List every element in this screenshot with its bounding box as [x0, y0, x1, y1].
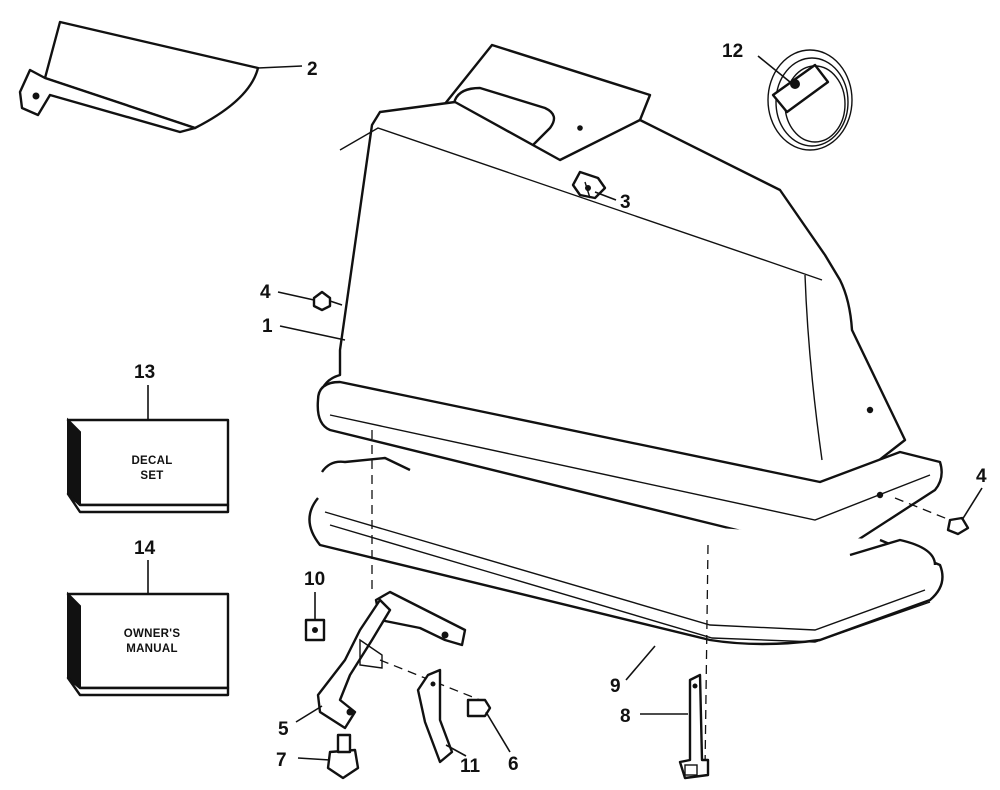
- callout-11: 11: [460, 756, 481, 777]
- part-4-screw-left: [312, 290, 343, 312]
- part-9-seal: [308, 456, 944, 646]
- callout-labels: 2 12 3 4 1 13 4 14 10 9 8 5 6 7 11: [134, 41, 987, 777]
- leader-lines: [147, 55, 983, 761]
- callout-10: 10: [304, 569, 325, 590]
- part-2-cover-flap: [18, 20, 260, 134]
- callout-13: 13: [134, 362, 155, 383]
- part-11-strap: [416, 668, 454, 764]
- part-3-clip: [571, 170, 607, 200]
- part-14-owners-manual-box: OWNER'S MANUAL: [66, 591, 230, 697]
- decal-box-line1: DECAL: [131, 455, 172, 467]
- callout-9: 9: [610, 676, 621, 697]
- part-4-screw-right: [946, 516, 970, 536]
- callout-12: 12: [722, 41, 743, 62]
- manual-box-line2: MANUAL: [126, 643, 178, 655]
- callout-5: 5: [278, 719, 289, 740]
- manual-box-line1: OWNER'S: [124, 628, 181, 640]
- callout-7: 7: [276, 750, 287, 771]
- part-12-wire-coil: [767, 49, 853, 151]
- callout-3: 3: [620, 192, 631, 213]
- part-1-engine-cover: [316, 43, 943, 551]
- callout-4-right: 4: [976, 466, 987, 487]
- decal-box-line2: SET: [140, 470, 163, 482]
- callout-2: 2: [307, 59, 318, 80]
- part-13-decal-set-box: DECAL SET: [66, 417, 230, 514]
- callout-4-left: 4: [260, 282, 271, 303]
- part-10-nut: [304, 618, 326, 642]
- callout-6: 6: [508, 754, 519, 775]
- part-8-latch: [678, 673, 710, 780]
- part-6-bolt: [466, 698, 492, 718]
- part-5-bracket: [316, 590, 467, 730]
- callout-8: 8: [620, 706, 631, 727]
- callout-1: 1: [262, 316, 273, 337]
- part-7-grommet: [326, 733, 360, 780]
- callout-14: 14: [134, 538, 156, 559]
